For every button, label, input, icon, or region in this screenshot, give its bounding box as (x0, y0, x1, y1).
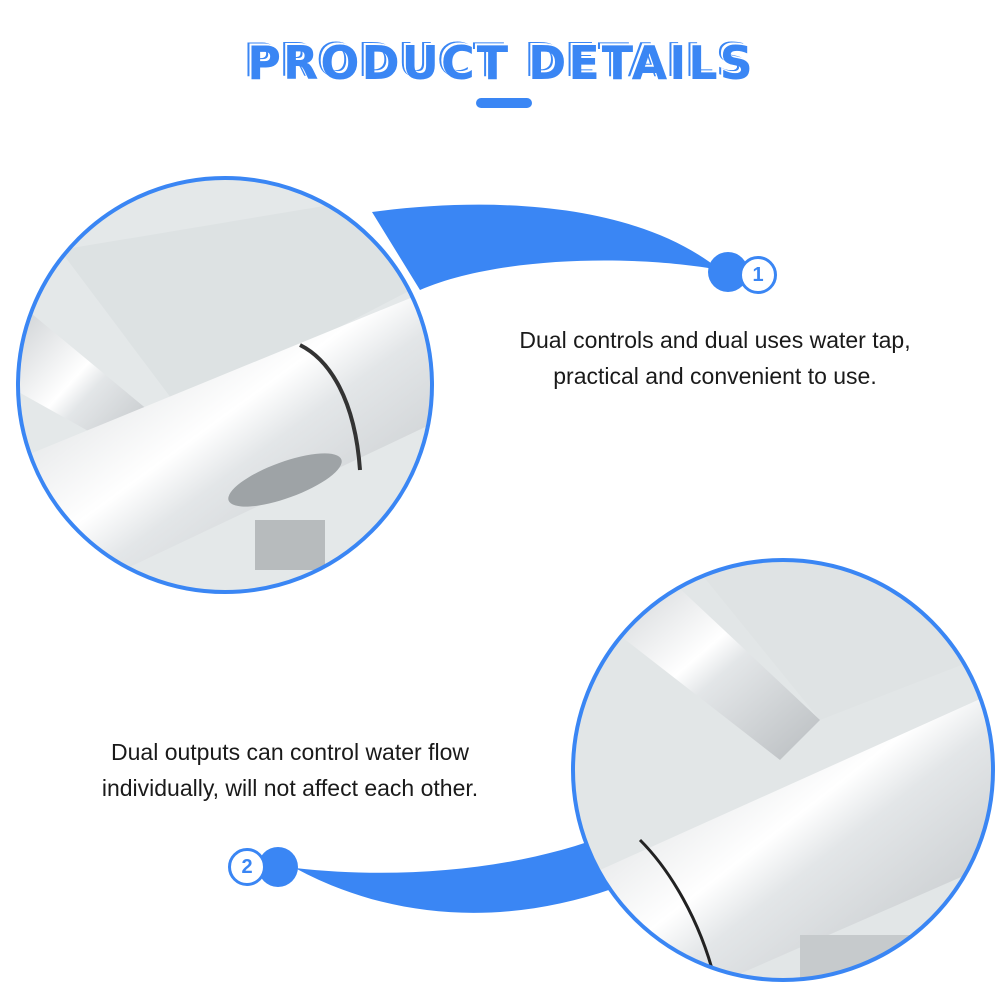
title-underline (476, 98, 532, 108)
page-title: PRODUCT DETAILS (247, 36, 755, 90)
connector-swoosh-1 (372, 204, 748, 292)
product-closeup-1 (19, 179, 431, 591)
feature-1-line-1: Dual controls and dual uses water tap, (519, 327, 911, 353)
feature-number-badge-2: 2 (228, 848, 266, 886)
feature-number-badge-1: 1 (739, 256, 777, 294)
feature-description-1: Dual controls and dual uses water tap, p… (470, 322, 960, 394)
feature-description-2: Dual outputs can control water flow indi… (50, 734, 530, 806)
connector-swoosh-2 (258, 833, 628, 913)
feature-2-line-1: Dual outputs can control water flow (111, 739, 469, 765)
closeup-frame-1 (16, 176, 434, 594)
feature-1-line-2: practical and convenient to use. (553, 363, 877, 389)
closeup-frame-2 (571, 558, 995, 982)
feature-2-line-2: individually, will not affect each other… (101, 775, 479, 801)
